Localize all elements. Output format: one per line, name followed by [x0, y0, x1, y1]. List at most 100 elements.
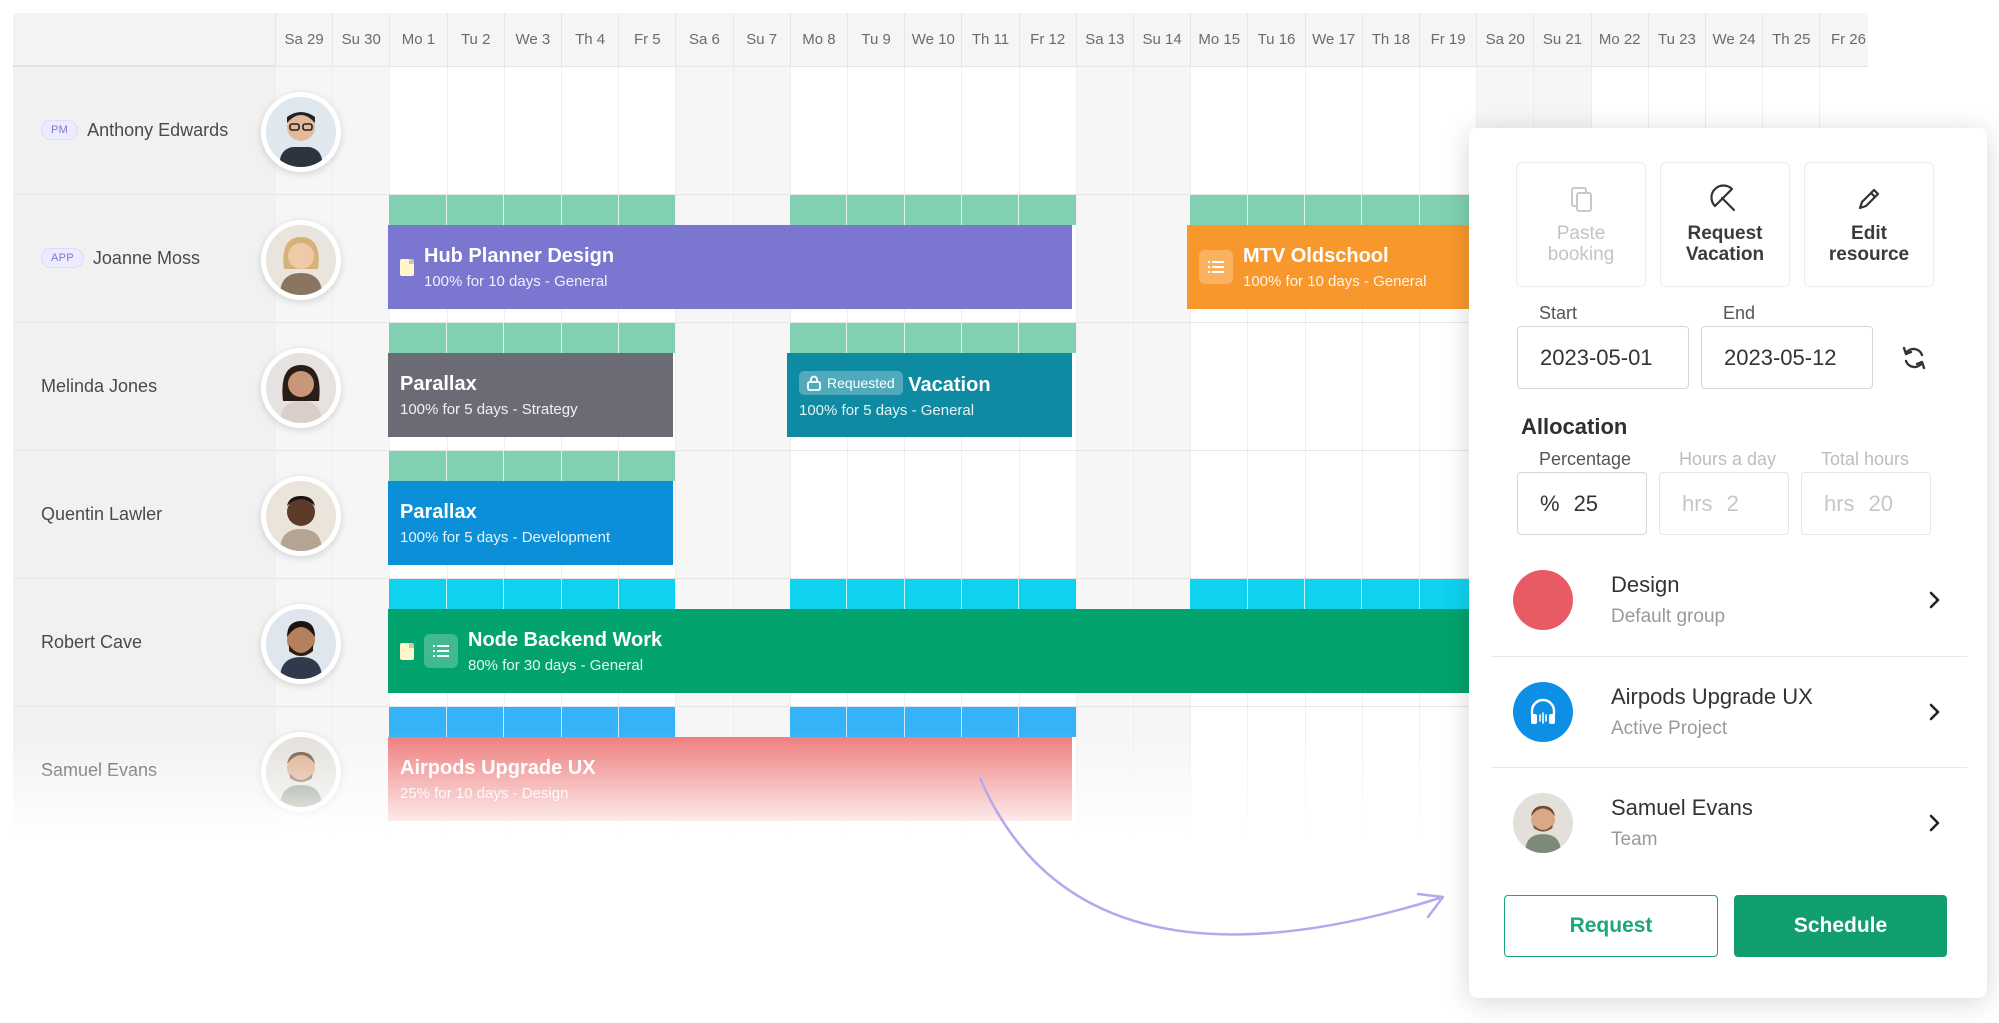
booking-subtitle: 100% for 5 days - Strategy: [400, 400, 578, 418]
booking-airpods-upgrade-ux[interactable]: Airpods Upgrade UX 25% for 10 days - Des…: [388, 737, 1072, 821]
capacity-cell: [789, 195, 848, 225]
booking-subtitle: 100% for 5 days - Development: [400, 528, 611, 546]
capacity-cell: [446, 707, 505, 737]
day-column[interactable]: [675, 66, 733, 838]
day-column[interactable]: [1304, 66, 1362, 838]
capacity-cell: [504, 195, 562, 225]
day-column[interactable]: [732, 66, 790, 838]
resource-row-melinda-jones[interactable]: Melinda Jones: [13, 322, 275, 450]
day-column[interactable]: [1018, 66, 1076, 838]
day-column[interactable]: [1190, 66, 1247, 838]
list-icon: [424, 634, 458, 668]
day-header: Mo 8: [789, 13, 847, 66]
capacity-cell: [389, 579, 447, 609]
list-icon: [1199, 250, 1233, 284]
hours-a-day-field[interactable]: hrs 2: [1659, 472, 1789, 535]
capacity-strip: [389, 323, 676, 353]
percentage-field[interactable]: % 25: [1517, 472, 1647, 535]
capacity-cell: [962, 707, 1020, 737]
project-selector[interactable]: Airpods Upgrade UX Active Project: [1491, 657, 1967, 767]
avatar[interactable]: [261, 732, 341, 812]
booking-hub-planner-design[interactable]: Hub Planner Design 100% for 10 days - Ge…: [388, 225, 1072, 309]
day-column[interactable]: [961, 66, 1018, 838]
day-header: Sa 13: [1075, 13, 1133, 66]
request-button[interactable]: Request: [1504, 895, 1718, 957]
day-header: Th 25: [1762, 13, 1820, 66]
capacity-cell: [561, 579, 620, 609]
resource-row-quentin-lawler[interactable]: Quentin Lawler: [13, 450, 275, 578]
day-header: Tu 23: [1647, 13, 1705, 66]
day-column[interactable]: [1419, 66, 1476, 838]
resource-name: Anthony Edwards: [87, 119, 229, 140]
row-divider: [13, 322, 1868, 323]
edit-resource-button[interactable]: Edit resource: [1804, 162, 1934, 287]
avatar[interactable]: [261, 92, 341, 172]
resource-selector[interactable]: Samuel Evans Team: [1491, 768, 1967, 878]
day-column[interactable]: [332, 66, 390, 838]
day-header: Sa 20: [1476, 13, 1534, 66]
capacity-cell: [389, 323, 447, 353]
category-selector[interactable]: Design Default group: [1491, 545, 1967, 655]
avatar[interactable]: [261, 348, 341, 428]
headphones-icon: [1513, 682, 1573, 742]
day-header: Tu 2: [446, 13, 504, 66]
row-divider: [13, 194, 1868, 195]
resource-row-joanne-moss[interactable]: APP Joanne Moss: [13, 194, 275, 322]
resource-column: [13, 13, 275, 838]
resource-title: Samuel Evans: [1611, 795, 1753, 820]
booking-parallax-strategy[interactable]: Parallax 100% for 5 days - Strategy: [388, 353, 673, 437]
capacity-cell: [789, 323, 848, 353]
capacity-cell: [847, 323, 905, 353]
schedule-button[interactable]: Schedule: [1734, 895, 1947, 957]
chevron-right-icon: [1929, 591, 1940, 609]
capacity-strip: [389, 451, 676, 481]
capacity-cell: [789, 707, 848, 737]
day-column[interactable]: [275, 66, 333, 838]
capacity-cell: [446, 323, 505, 353]
booking-parallax-development[interactable]: Parallax 100% for 5 days - Development: [388, 481, 673, 565]
capacity-cell: [1190, 195, 1248, 225]
booking-title: Hub Planner Design: [424, 244, 615, 267]
divider: [1491, 656, 1967, 657]
end-date-field[interactable]: 2023-05-12: [1701, 326, 1873, 389]
day-column[interactable]: [1247, 66, 1304, 838]
booking-title: Airpods Upgrade UX: [400, 756, 596, 779]
total-hours-field[interactable]: hrs 20: [1801, 472, 1931, 535]
resource-row-samuel-evans[interactable]: Samuel Evans: [13, 706, 275, 834]
percentage-label: Percentage: [1535, 449, 1636, 470]
day-column[interactable]: [1361, 66, 1419, 838]
booking-vacation[interactable]: Requested Vacation 100% for 5 days - Gen…: [787, 353, 1072, 437]
booking-subtitle: 80% for 30 days - General: [468, 656, 644, 674]
refresh-icon[interactable]: [1899, 343, 1929, 373]
avatar[interactable]: [261, 476, 341, 556]
total-hours-label: Total hours: [1817, 449, 1914, 470]
day-column[interactable]: [847, 66, 904, 838]
resource-name: Joanne Moss: [92, 247, 200, 268]
booking-subtitle: 25% for 10 days - Design: [400, 784, 569, 802]
day-header: Mo 22: [1590, 13, 1648, 66]
capacity-strip: [389, 195, 676, 225]
day-header: Tu 9: [847, 13, 905, 66]
capacity-cell: [962, 195, 1020, 225]
capacity-cell: [904, 195, 963, 225]
resource-row-robert-cave[interactable]: Robert Cave: [13, 578, 275, 706]
category-title: Design: [1611, 572, 1680, 597]
avatar[interactable]: [261, 604, 341, 684]
avatar[interactable]: [261, 220, 341, 300]
capacity-cell: [1019, 579, 1076, 609]
capacity-cell: [1019, 323, 1076, 353]
day-column[interactable]: [1075, 66, 1133, 838]
capacity-cell: [962, 323, 1020, 353]
capacity-strip: [789, 323, 1076, 353]
start-label: Start: [1535, 303, 1582, 324]
day-column[interactable]: [904, 66, 961, 838]
day-column[interactable]: [1133, 66, 1191, 838]
capacity-cell: [504, 579, 562, 609]
umbrella-icon: [1710, 184, 1736, 211]
start-date-field[interactable]: 2023-05-01: [1517, 326, 1689, 389]
resource-row-anthony-edwards[interactable]: PM Anthony Edwards: [13, 66, 275, 194]
paste-booking-button[interactable]: Paste booking: [1516, 162, 1646, 287]
day-column[interactable]: [789, 66, 847, 838]
capacity-cell: [1305, 579, 1363, 609]
request-vacation-button[interactable]: Request Vacation: [1660, 162, 1790, 287]
